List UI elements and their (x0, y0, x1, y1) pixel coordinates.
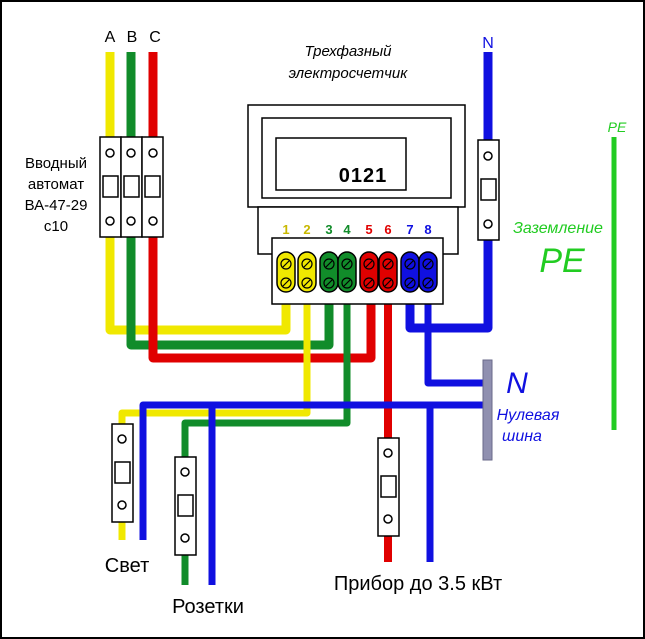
terminal-screw-slot (365, 260, 373, 268)
pe-top-label: PE (608, 119, 627, 135)
main-breaker-pole-c (141, 136, 164, 238)
phase-c-label: C (149, 29, 161, 46)
terminal-screw-slot (325, 279, 333, 287)
phase-b-label: B (127, 29, 138, 46)
meter-terminal-number: 7 (406, 222, 413, 237)
terminal-screw-slot (406, 260, 414, 268)
appliance-breaker (377, 437, 400, 537)
meter-terminal-number: 3 (325, 222, 332, 237)
meter-terminal-number: 1 (282, 222, 289, 237)
meter-title-line2: электросчетчик (289, 65, 409, 82)
appliance-circuit-label: Прибор до 3.5 кВт (334, 573, 502, 595)
main-breaker-pole-a (99, 136, 122, 238)
main-breaker (99, 136, 164, 238)
terminal-screw-slot (424, 279, 432, 287)
terminal-screw-slot (325, 260, 333, 268)
meter-terminal-number: 4 (343, 222, 351, 237)
main-breaker-line2: автомат (28, 176, 84, 193)
meter-terminal-number: 8 (424, 222, 431, 237)
neutral-bus-line1: Нулевая (497, 407, 560, 424)
main-breaker-line3: ВА-47-29 (25, 197, 88, 214)
neutral-bus-line2: шина (502, 428, 542, 445)
meter-terminal-number: 2 (303, 222, 310, 237)
meter-title-line1: Трехфазный (304, 43, 392, 60)
terminal-screw-slot (303, 260, 311, 268)
neutral-bus-bar (482, 359, 493, 461)
terminal-screw-slot (384, 260, 392, 268)
neutral-bus-symbol: N (506, 367, 528, 400)
wire-neutral-dist (139, 401, 487, 540)
main-breaker-line1: Вводный (25, 155, 87, 172)
sockets-circuit-label: Розетки (172, 596, 244, 618)
light-circuit-label: Свет (105, 555, 149, 577)
meter-display (275, 137, 407, 191)
terminal-screw-slot (343, 260, 351, 268)
wire-neutral-to-bus (424, 270, 487, 387)
wire-out-green (181, 270, 351, 460)
terminal-screw-slot (303, 279, 311, 287)
phase-a-label: A (105, 29, 116, 46)
terminal-screw-slot (406, 279, 414, 287)
grounding-symbol: PE (539, 242, 585, 280)
terminal-screw-slot (384, 279, 392, 287)
neutral-breaker (477, 139, 500, 241)
neutral-top-label: N (482, 35, 494, 52)
meter-display-value: 0121 (339, 165, 388, 187)
light-breaker (111, 423, 134, 523)
terminal-screw-slot (343, 279, 351, 287)
terminal-screw-slot (365, 279, 373, 287)
sockets-breaker (174, 456, 197, 556)
meter-terminal-number: 5 (365, 222, 372, 237)
main-breaker-pole-b (120, 136, 143, 238)
terminal-screw-slot (282, 279, 290, 287)
grounding-label: Заземление (513, 220, 603, 237)
terminal-screw-slot (282, 260, 290, 268)
terminal-screw-slot (424, 260, 432, 268)
main-breaker-line4: с10 (44, 218, 68, 235)
meter-terminal-number: 6 (384, 222, 391, 237)
